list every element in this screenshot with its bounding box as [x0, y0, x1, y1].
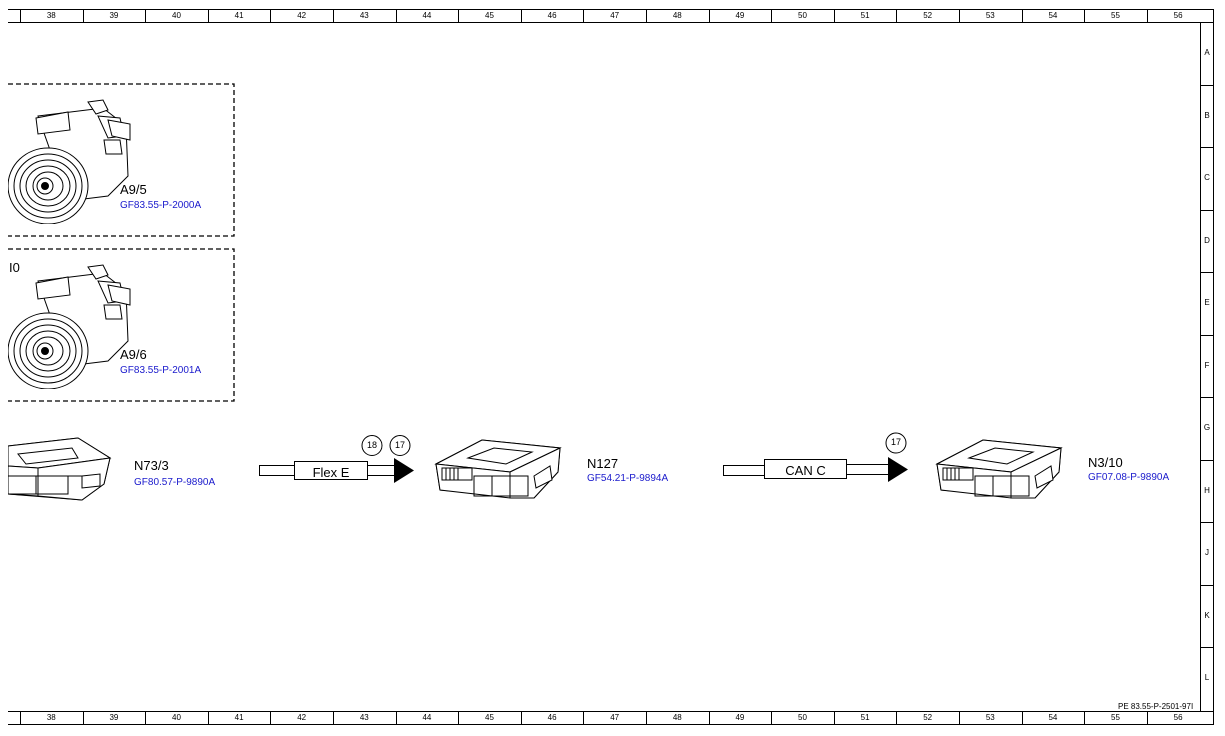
control-unit-icon	[8, 437, 112, 501]
grid-column-label: 54	[1048, 713, 1058, 722]
grid-column-label: 47	[610, 713, 620, 722]
grid-row-label: H	[1204, 485, 1210, 495]
document-id: PE 83.55-P-2501-97I	[1118, 702, 1194, 711]
connector-number: 17	[394, 440, 405, 450]
component-ref-n127[interactable]: GF54.21-P-9894A	[587, 473, 669, 484]
component-ref-a9-6[interactable]: GF83.55-P-2001A	[120, 365, 202, 376]
grid-column-label: 55	[1111, 713, 1120, 722]
grid-column-label: 42	[297, 713, 307, 722]
flex-e-bus-line	[259, 458, 414, 483]
control-unit-icon	[434, 439, 562, 499]
grid-column-label: 53	[985, 11, 995, 20]
a9-5-box	[8, 83, 235, 237]
grid-column-label: 38	[46, 11, 56, 20]
grid-row-label: B	[1204, 110, 1210, 120]
grid-column-label: 43	[359, 713, 369, 722]
grid-column-label: 46	[547, 11, 557, 20]
component-ref-a9-5[interactable]: GF83.55-P-2000A	[120, 200, 202, 211]
connector-circles-flex-e	[361, 435, 411, 456]
grid-column-label: 44	[422, 713, 432, 722]
grid-row-label: J	[1205, 548, 1209, 558]
a9-6-box	[8, 248, 235, 402]
grid-row-label: F	[1204, 360, 1210, 370]
compressor-icon	[8, 99, 131, 224]
grid-column-label: 46	[547, 713, 557, 722]
grid-row-label: G	[1203, 423, 1211, 433]
grid-column-label: 47	[610, 11, 620, 20]
grid-row-label: K	[1204, 610, 1210, 620]
component-ref-n73-3[interactable]: GF80.57-P-9890A	[134, 477, 216, 488]
grid-column-label: 50	[798, 11, 807, 20]
grid-row-label: A	[1204, 48, 1210, 58]
component-id-partial: I0	[9, 260, 20, 275]
grid-column-label: 40	[172, 713, 181, 722]
grid-column-label: 45	[485, 11, 494, 20]
grid-column-label: 48	[672, 713, 682, 722]
grid-column-label: 41	[234, 11, 244, 20]
can-c-bus-line	[723, 457, 908, 482]
grid-column-label: 50	[798, 713, 807, 722]
component-id-a9-6: A9/6	[120, 347, 147, 362]
grid-column-label: 56	[1173, 713, 1183, 722]
grid-row-label: C	[1204, 173, 1210, 183]
grid-column-label: 49	[735, 11, 745, 20]
component-id-n73-3: N73/3	[134, 458, 169, 473]
control-unit-icon	[935, 439, 1063, 499]
grid-column-label: 52	[923, 713, 933, 722]
grid-column-label: 52	[923, 11, 933, 20]
connector-circles-can-c	[885, 432, 907, 454]
component-id-n127: N127	[587, 456, 619, 471]
grid-column-label: 54	[1048, 11, 1058, 20]
arrow-right-icon	[888, 457, 908, 482]
grid-column-label: 39	[109, 11, 119, 20]
grid-column-label: 43	[359, 11, 369, 20]
grid-column-label: 49	[735, 713, 745, 722]
grid-column-label: 56	[1173, 11, 1183, 20]
grid-row-label: E	[1204, 298, 1210, 308]
grid-column-label: 51	[860, 713, 870, 722]
grid-column-label: 55	[1111, 11, 1120, 20]
grid-column-label: 48	[672, 11, 682, 20]
grid-column-label: 44	[422, 11, 432, 20]
grid-column-label: 53	[985, 713, 995, 722]
grid-column-label: 38	[46, 713, 56, 722]
grid-column-label: 45	[485, 713, 494, 722]
connector-number: 17	[890, 437, 901, 447]
arrow-right-icon	[394, 458, 414, 483]
bus-label-can-c: CAN C	[785, 463, 826, 478]
grid-column-label: 51	[860, 11, 870, 20]
connector-number: 18	[366, 440, 377, 450]
grid-column-label: 40	[172, 11, 181, 20]
component-id-n3-10: N3/10	[1088, 455, 1123, 470]
grid-column-label: 39	[109, 713, 119, 722]
compressor-icon	[8, 264, 131, 389]
component-id-a9-5: A9/5	[120, 182, 147, 197]
grid-column-label: 41	[234, 713, 244, 722]
component-ref-n3-10[interactable]: GF07.08-P-9890A	[1088, 472, 1170, 483]
grid-row-label: D	[1204, 235, 1210, 245]
bus-label-flex-e: Flex E	[312, 465, 350, 480]
grid-row-label: L	[1204, 673, 1210, 683]
grid-column-label: 42	[297, 11, 307, 20]
